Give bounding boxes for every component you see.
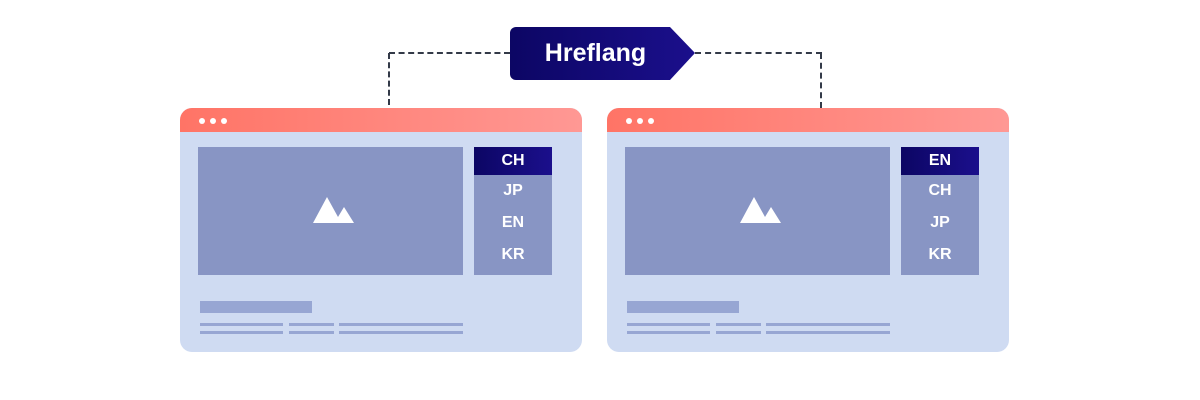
badge-label: Hreflang xyxy=(544,39,647,67)
text-line-placeholder xyxy=(766,331,890,334)
language-selector: CH JP EN KR xyxy=(474,147,552,275)
text-heading-placeholder xyxy=(200,301,312,313)
text-line-placeholder xyxy=(339,331,463,334)
window-dot-icon xyxy=(199,118,205,124)
language-option[interactable]: JP xyxy=(503,182,523,199)
text-line-placeholder xyxy=(766,323,890,326)
text-heading-placeholder xyxy=(627,301,739,313)
language-option[interactable]: CH xyxy=(928,182,952,199)
image-placeholder xyxy=(625,147,890,275)
text-line-placeholder xyxy=(289,323,334,326)
connector-left-v xyxy=(388,53,390,105)
language-option[interactable]: EN xyxy=(901,147,979,175)
language-option[interactable]: KR xyxy=(928,246,952,263)
browser-header xyxy=(607,108,1009,132)
language-option[interactable]: EN xyxy=(501,214,525,231)
browser-window: CH JP EN KR xyxy=(180,108,582,352)
language-option[interactable]: CH xyxy=(474,147,552,175)
window-dot-icon xyxy=(210,118,216,124)
text-line-placeholder xyxy=(289,331,334,334)
image-placeholder xyxy=(198,147,463,275)
browser-window: EN CH JP KR xyxy=(607,108,1009,352)
language-option[interactable]: KR xyxy=(501,246,525,263)
browser-header xyxy=(180,108,582,132)
connector-right-h xyxy=(695,52,822,54)
text-line-placeholder xyxy=(716,323,761,326)
window-dot-icon xyxy=(626,118,632,124)
window-dot-icon xyxy=(648,118,654,124)
connector-right-v xyxy=(820,53,822,108)
text-line-placeholder xyxy=(200,331,283,334)
connector-left-h xyxy=(389,52,510,54)
window-dot-icon xyxy=(221,118,227,124)
text-line-placeholder xyxy=(627,331,710,334)
mountain-image-icon xyxy=(740,197,781,223)
language-selector: EN CH JP KR xyxy=(901,147,979,275)
mountain-image-icon xyxy=(313,197,354,223)
hreflang-badge: Hreflang xyxy=(510,27,695,80)
text-line-placeholder xyxy=(627,323,710,326)
text-line-placeholder xyxy=(716,331,761,334)
window-dot-icon xyxy=(637,118,643,124)
text-line-placeholder xyxy=(339,323,463,326)
language-option[interactable]: JP xyxy=(930,214,950,231)
text-line-placeholder xyxy=(200,323,283,326)
